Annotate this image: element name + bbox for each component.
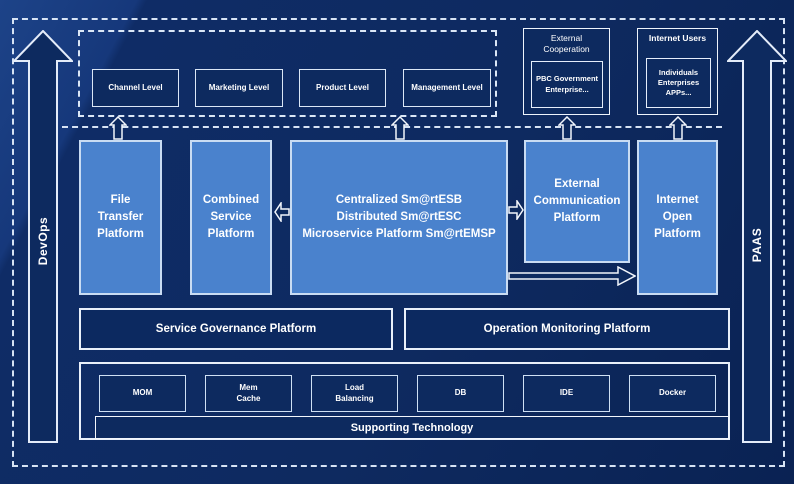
level-box-product: Product Level xyxy=(299,69,386,107)
external-cooperation-members: PBC Government Enterprise... xyxy=(531,61,603,108)
up-arrow-icon xyxy=(669,116,687,140)
supporting-technology-group: MOM Mem Cache Load Balancing DB IDE Dock… xyxy=(79,362,730,440)
outer-dashed-border xyxy=(12,18,785,467)
operation-monitoring-platform-box: Operation Monitoring Platform xyxy=(404,308,730,350)
tech-box-db: DB xyxy=(417,375,504,412)
external-cooperation-box: External Cooperation PBC Government Ente… xyxy=(523,28,610,115)
internet-users-title: Internet Users xyxy=(648,33,707,43)
left-arrow-icon xyxy=(274,202,290,222)
combined-service-platform-box: Combined Service Platform xyxy=(190,140,272,295)
tech-box-ide: IDE xyxy=(523,375,610,412)
up-arrow-icon xyxy=(391,116,409,140)
file-transfer-platform-box: File Transfer Platform xyxy=(79,140,162,295)
internet-users-members: Individuals Enterprises APPs... xyxy=(646,58,711,108)
supporting-technology-bar: Supporting Technology xyxy=(95,416,729,439)
tech-box-mem-cache: Mem Cache xyxy=(205,375,292,412)
up-arrow-icon xyxy=(109,116,127,140)
external-communication-platform-box: External Communication Platform xyxy=(524,140,630,263)
external-cooperation-title: External Cooperation xyxy=(543,33,590,55)
layer-separator-dashed-line xyxy=(62,126,722,128)
right-arrow-icon xyxy=(508,200,524,220)
internet-users-box: Internet Users Individuals Enterprises A… xyxy=(637,28,718,115)
level-box-channel: Channel Level xyxy=(92,69,179,107)
up-arrow-icon xyxy=(558,116,576,140)
paas-label: PAAS xyxy=(750,227,764,263)
tech-box-mom: MOM xyxy=(99,375,186,412)
tech-box-docker: Docker xyxy=(629,375,716,412)
internet-open-platform-box: Internet Open Platform xyxy=(637,140,718,295)
service-governance-platform-box: Service Governance Platform xyxy=(79,308,393,350)
devops-arrow-icon xyxy=(13,30,73,443)
esb-platform-box: Centralized Sm@rtESB Distributed Sm@rtES… xyxy=(290,140,508,295)
levels-group: Channel Level Marketing Level Product Le… xyxy=(78,30,497,117)
level-box-marketing: Marketing Level xyxy=(195,69,283,107)
devops-label: DevOps xyxy=(36,216,50,266)
paas-arrow-icon xyxy=(727,30,787,443)
flow-arrow-icon xyxy=(508,266,636,286)
tech-box-load-balancing: Load Balancing xyxy=(311,375,398,412)
level-box-management: Management Level xyxy=(403,69,491,107)
